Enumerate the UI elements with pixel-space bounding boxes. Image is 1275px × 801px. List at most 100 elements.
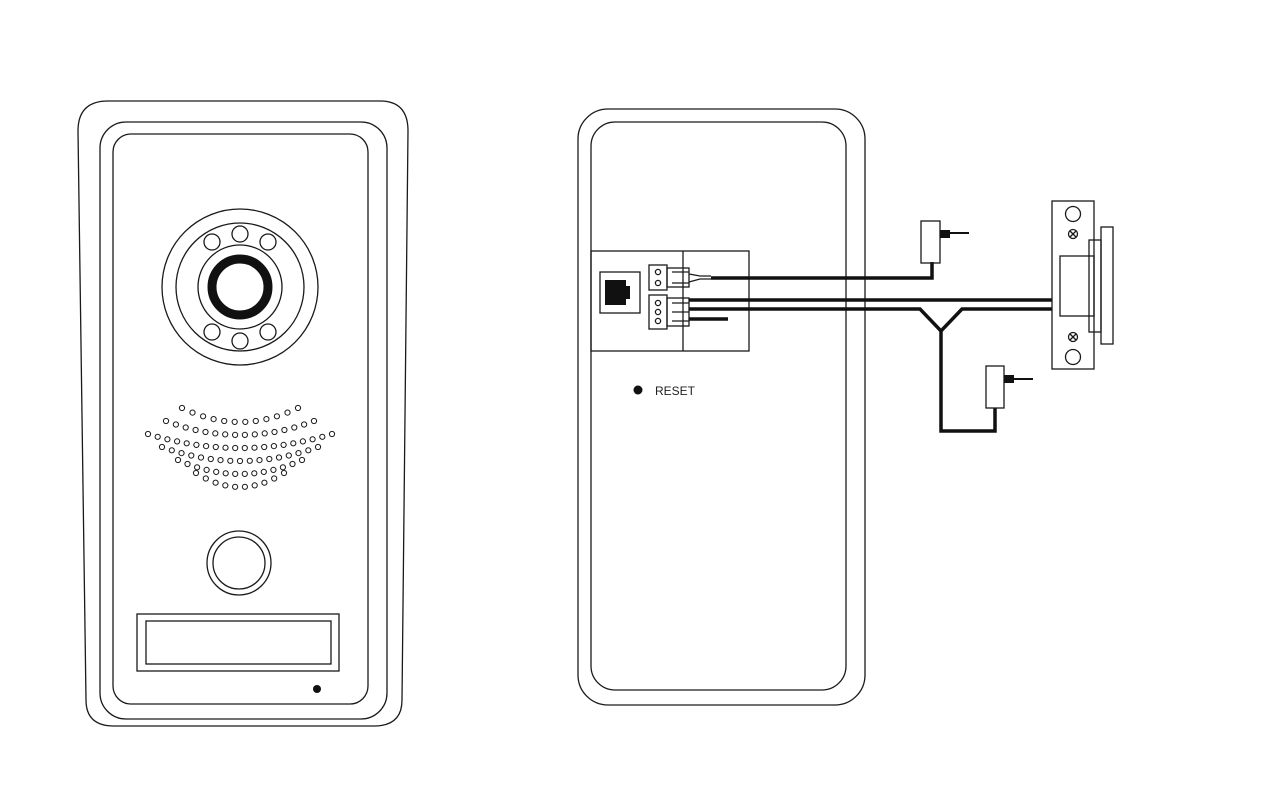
name-plate-frame (136, 613, 340, 672)
speaker-hole (291, 424, 298, 431)
speaker-hole (270, 466, 277, 473)
camera-ring-inner (175, 222, 305, 352)
speaker-hole (178, 404, 186, 412)
speaker-hole (144, 430, 152, 438)
speaker-hole (178, 450, 185, 457)
speaker-hole (232, 431, 239, 438)
back-inner-frame (590, 121, 847, 691)
back-outer-shell (577, 108, 866, 706)
call-button (206, 530, 272, 596)
speaker-hole (252, 417, 259, 425)
speaker-hole (227, 457, 234, 464)
speaker-hole (158, 443, 166, 451)
speaker-hole (241, 483, 248, 490)
speaker-hole (222, 482, 229, 489)
microphone-hole-icon (313, 685, 321, 693)
speaker-hole (162, 417, 170, 425)
ir-led (259, 233, 277, 251)
speaker-hole (232, 483, 239, 490)
power-adapter-icon (985, 365, 1033, 409)
speaker-hole (184, 460, 191, 468)
speaker-hole (182, 424, 189, 431)
speaker-hole (295, 450, 302, 457)
speaker-hole (213, 468, 220, 475)
speaker-hole (202, 428, 209, 436)
front-outer-shell (77, 100, 409, 727)
speaker-hole (193, 441, 200, 448)
speaker-hole (284, 409, 291, 416)
speaker-hole (273, 413, 280, 420)
ir-led (203, 233, 221, 251)
speaker-hole (174, 438, 181, 445)
power-wire-top (711, 262, 934, 280)
speaker-hole (261, 479, 268, 486)
speaker-hole (328, 430, 336, 438)
speaker-hole (222, 431, 229, 438)
speaker-hole (200, 413, 207, 420)
speaker-hole (261, 443, 268, 451)
name-plate-window (145, 620, 332, 665)
speaker-hole (251, 482, 258, 489)
speaker-hole (188, 452, 195, 459)
speaker-hole (222, 470, 229, 477)
front-inner-frame (99, 121, 388, 720)
speaker-hole (242, 418, 249, 425)
speaker-hole (299, 438, 306, 445)
wiring (688, 262, 1052, 433)
power-wire-branch (939, 331, 997, 433)
speaker-hole (154, 433, 161, 440)
speaker-hole (232, 444, 239, 452)
camera-ring-outer (161, 208, 319, 366)
wire-fan (688, 278, 711, 283)
speaker-hole (263, 416, 270, 423)
speaker-hole (232, 470, 239, 477)
camera-lens-icon (207, 254, 273, 320)
front-face-plate (112, 133, 369, 705)
ethernet-port-icon (599, 271, 641, 314)
speaker-hole (271, 475, 278, 482)
speaker-hole (279, 464, 286, 471)
speaker-hole (294, 404, 302, 412)
speaker-hole (212, 430, 219, 437)
speaker-hole (251, 444, 258, 451)
wire-fan (688, 273, 711, 277)
back-panel: RESET (577, 108, 866, 706)
speaker-hole (203, 443, 210, 450)
speaker-hole (301, 421, 308, 428)
speaker-hole (319, 433, 326, 440)
speaker-hole (261, 430, 268, 437)
speaker-hole (192, 426, 199, 434)
speaker-hole (289, 460, 296, 468)
speaker-hole (222, 444, 229, 451)
speaker-hole (194, 464, 201, 471)
speaker-hole (298, 456, 306, 464)
speaker-hole (251, 470, 258, 477)
speaker-hole (231, 418, 238, 425)
speaker-hole (275, 454, 283, 461)
speaker-hole (241, 444, 248, 452)
speaker-hole (314, 443, 322, 451)
speaker-hole (202, 475, 209, 482)
reset-dot-icon (633, 385, 643, 395)
speaker-hole (266, 455, 273, 463)
ir-led (203, 323, 221, 341)
speaker-hole (270, 443, 277, 450)
speaker-hole (212, 479, 219, 486)
speaker-hole (280, 441, 287, 448)
speaker-hole (236, 457, 244, 465)
lock-wire-b (689, 307, 1052, 334)
speaker-hole (251, 431, 258, 438)
speaker-hole (285, 452, 292, 459)
speaker-grille (144, 404, 336, 490)
speaker-hole (168, 447, 175, 454)
speaker-hole (172, 421, 179, 428)
speaker-hole (183, 440, 190, 447)
speaker-hole (305, 447, 312, 454)
lens-bezel (197, 244, 283, 330)
power-adapter-icon (920, 220, 969, 264)
speaker-hole (212, 443, 219, 451)
speaker-hole (203, 466, 210, 473)
speaker-hole (241, 431, 248, 438)
